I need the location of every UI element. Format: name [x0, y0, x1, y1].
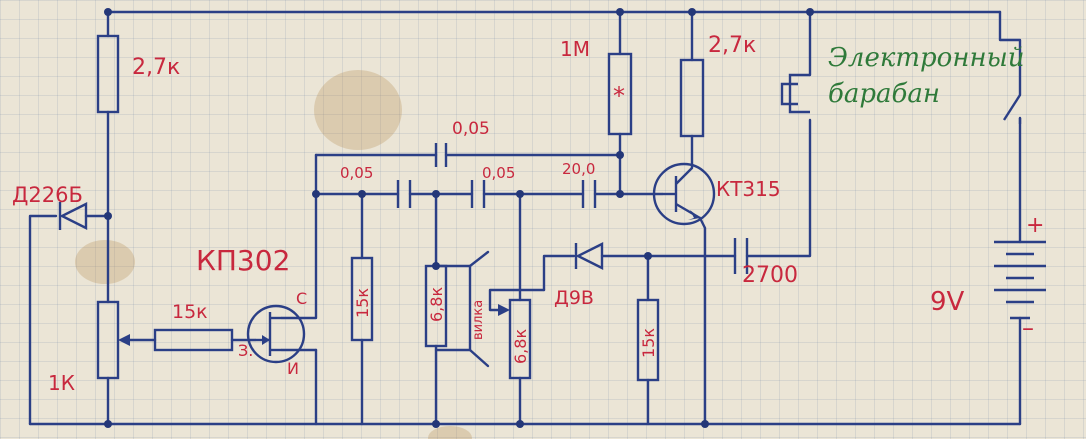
label-c-first-0-05: 0,05 [340, 164, 373, 182]
label-r-6-8k-b: 6,8к [511, 329, 530, 364]
label-diode-d226b: Д226Б [12, 183, 83, 207]
resistor-2-7k-collector [679, 58, 705, 138]
junctions [104, 8, 814, 428]
resistor-15k-gate [153, 328, 234, 352]
capacitor-20-0 [581, 180, 597, 208]
label-drain-pin: С [296, 289, 307, 308]
label-gate-pin: З. [238, 341, 253, 360]
label-r-1m: 1М [560, 37, 590, 61]
potentiometer-1k [96, 300, 130, 380]
fet-kp302 [246, 304, 306, 364]
label-c-top-0-05: 0,05 [452, 119, 490, 139]
label-diode-d9v: Д9В [554, 287, 594, 309]
label-r-15k-b: 15к [639, 328, 658, 358]
diode-d9v [574, 242, 604, 270]
wires [28, 10, 1022, 426]
label-r-1m-star: * [613, 82, 625, 110]
transistor-kt315 [652, 162, 716, 226]
resistor-15k-a [350, 256, 374, 342]
label-transistor-kt315: КТ315 [716, 177, 781, 201]
label-battery-minus: – [1022, 314, 1034, 342]
label-r-15k-a: 15к [353, 288, 372, 318]
capacitor-top-0-05 [434, 143, 448, 167]
label-r-2-7k-left: 2,7к [132, 55, 180, 80]
label-title-line1: Электронный [828, 43, 1025, 73]
label-c-20-0: 20,0 [562, 160, 595, 178]
label-battery-plus: + [1026, 213, 1044, 238]
resistor-6-8k-b [488, 288, 546, 380]
label-c-2700: 2700 [742, 263, 798, 288]
label-battery-9v: 9V [930, 287, 965, 317]
label-fet-kp302: КП302 [196, 244, 290, 277]
capacitor-0-05-second [470, 180, 486, 208]
label-r-6-8k-a: 6,8к [427, 287, 446, 322]
label-c-second-0-05: 0,05 [482, 164, 515, 182]
label-selector-plug: вилка [471, 300, 486, 340]
label-r-2-7k-collector: 2,7к [708, 33, 756, 58]
label-pot-1k: 1К [48, 371, 75, 395]
power-switch [1002, 94, 1022, 124]
resistor-15k-b [636, 298, 660, 382]
resistor-1m [607, 52, 633, 136]
label-source-pin: И [287, 359, 299, 378]
label-r-15k-gate: 15к [172, 301, 208, 323]
paper-stains [75, 70, 472, 439]
capacitor-0-05-first [396, 180, 412, 208]
capacitor-2700 [733, 238, 749, 274]
drum-pickup [780, 73, 810, 114]
label-title-line2: барабан [828, 79, 940, 109]
diode-d226b [58, 202, 88, 230]
battery-9v [994, 240, 1046, 320]
resistor-2-7k-left [96, 34, 120, 114]
